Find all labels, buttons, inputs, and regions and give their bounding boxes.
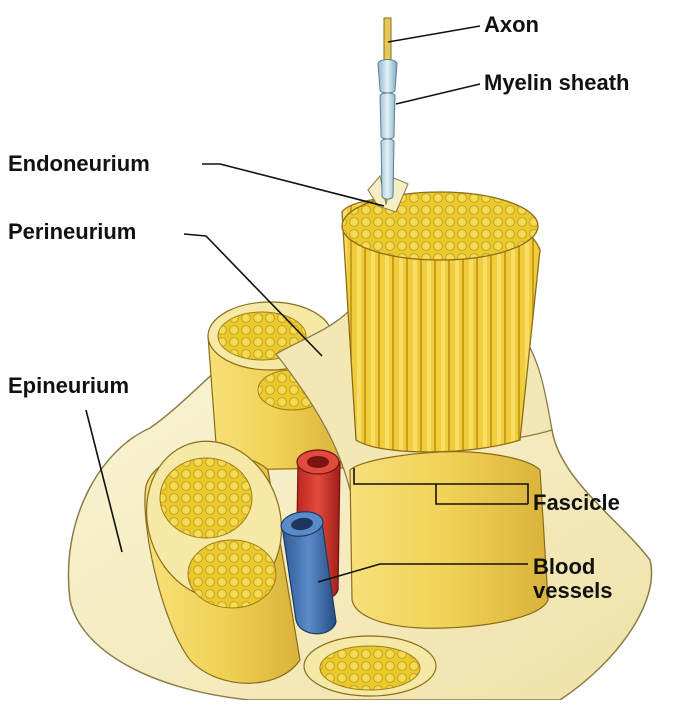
label-perineurium: Perineurium bbox=[8, 220, 136, 244]
leader-axon bbox=[388, 26, 480, 42]
label-epineurium: Epineurium bbox=[8, 374, 129, 398]
label-blood-vessels: Blood vessels bbox=[533, 555, 613, 603]
label-axon: Axon bbox=[484, 13, 539, 37]
fascicle-lower-body bbox=[350, 452, 548, 629]
leader-myelin bbox=[396, 84, 480, 104]
label-blood-vessels-line1: Blood bbox=[533, 555, 613, 579]
leader-endoneurium bbox=[202, 164, 384, 206]
label-blood-vessels-line2: vessels bbox=[533, 579, 613, 603]
label-endoneurium: Endoneurium bbox=[8, 152, 150, 176]
label-myelin-sheath: Myelin sheath bbox=[484, 71, 629, 95]
label-fascicle: Fascicle bbox=[533, 491, 620, 515]
